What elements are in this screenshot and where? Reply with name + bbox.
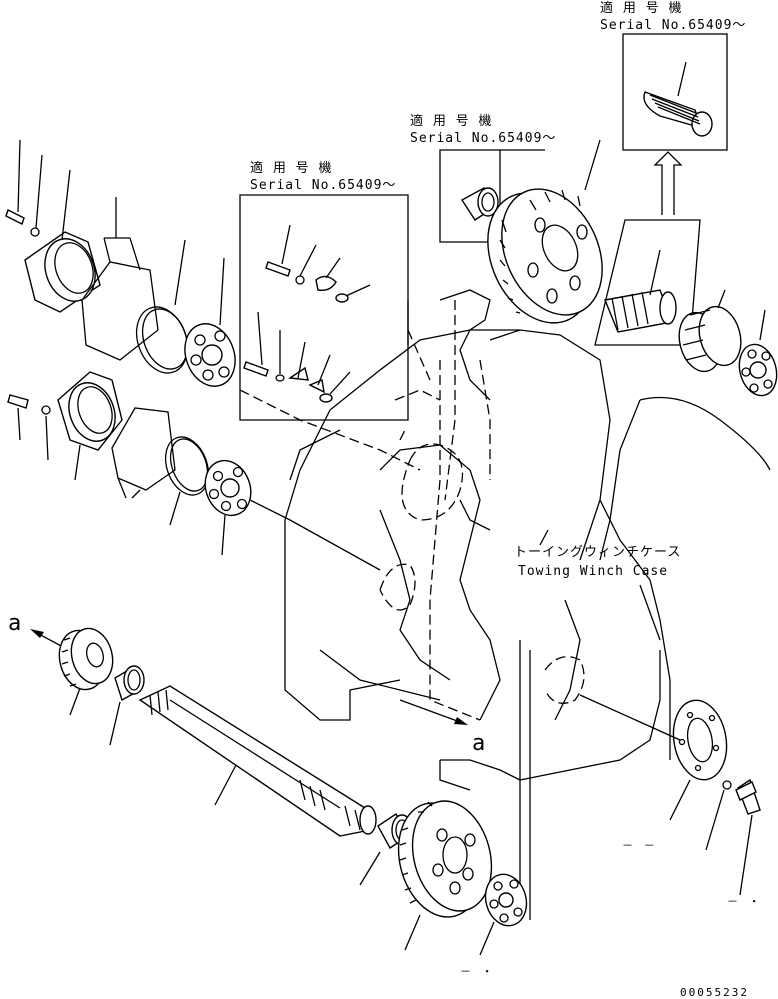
winch-case-outline (284, 289, 771, 920)
bushing-small (461, 187, 499, 221)
ref-mark-1: － － (622, 839, 657, 852)
ref-mark-2: － ・ (727, 895, 762, 908)
spline-shaft-right (594, 219, 701, 346)
serial-label-mid: Serial No.65409～ (410, 131, 556, 146)
top-serial-box: 適 用 号 機 Serial No.65409～ (600, 0, 746, 215)
gasket-upper (81, 197, 159, 361)
ball-bearing-bottom (479, 873, 528, 956)
bearing-housing-upper (24, 169, 101, 313)
roller-bearing-right (678, 289, 742, 373)
bushing-left (109, 665, 145, 746)
bolt-upper-left (5, 139, 43, 237)
bolt-right (705, 778, 761, 896)
ball-bearing-upper-left (184, 257, 236, 387)
arrow-a-left-group: a (8, 611, 66, 649)
ball-bearing-lower-left (204, 459, 381, 571)
serial-label-top: Serial No.65409～ (600, 18, 746, 33)
o-ring-upper (135, 239, 189, 374)
bolt-set-upper (265, 224, 371, 303)
drawing-number: 00055232 (680, 986, 749, 999)
cover-plate-right (579, 694, 728, 821)
upper-cover-stack (5, 139, 236, 387)
arrow-a-left: a (8, 611, 21, 636)
large-gear-top (487, 188, 603, 324)
ref-mark-3: － ・ (460, 965, 495, 978)
large-gear-bottom (397, 800, 493, 951)
gasket-lower (111, 407, 176, 499)
case-label-en: Towing Winch Case (518, 564, 668, 579)
spline-shaft-small (643, 91, 713, 137)
applicable-label-top: 適 用 号 機 (600, 0, 682, 16)
serial-label-left: Serial No.65409～ (250, 178, 396, 193)
lower-cover-stack (7, 371, 381, 571)
applicable-label-left: 適 用 号 機 (250, 160, 332, 176)
arrow-a-right: a (472, 731, 485, 756)
main-spline-shaft (138, 685, 377, 837)
ball-bearing-right (738, 309, 778, 397)
left-serial-box: 適 用 号 機 Serial No.65409～ (239, 160, 431, 421)
case-label-jp: トーイングウィンチケース (514, 545, 681, 560)
applicable-label-mid: 適 用 号 機 (410, 113, 492, 129)
arrow-a-right-group: a (399, 699, 485, 756)
bolt-lower-left (7, 394, 51, 461)
bolt-set-lower (243, 311, 351, 403)
small-spur-gear (58, 627, 114, 716)
mid-serial-box: 適 用 号 機 Serial No.65409～ (410, 113, 556, 243)
bearing-housing-lower (57, 371, 123, 481)
towing-winch-case-label: トーイングウィンチケース Towing Winch Case (514, 529, 681, 641)
o-ring-lower (164, 436, 210, 526)
dashed-centerlines (239, 300, 585, 721)
